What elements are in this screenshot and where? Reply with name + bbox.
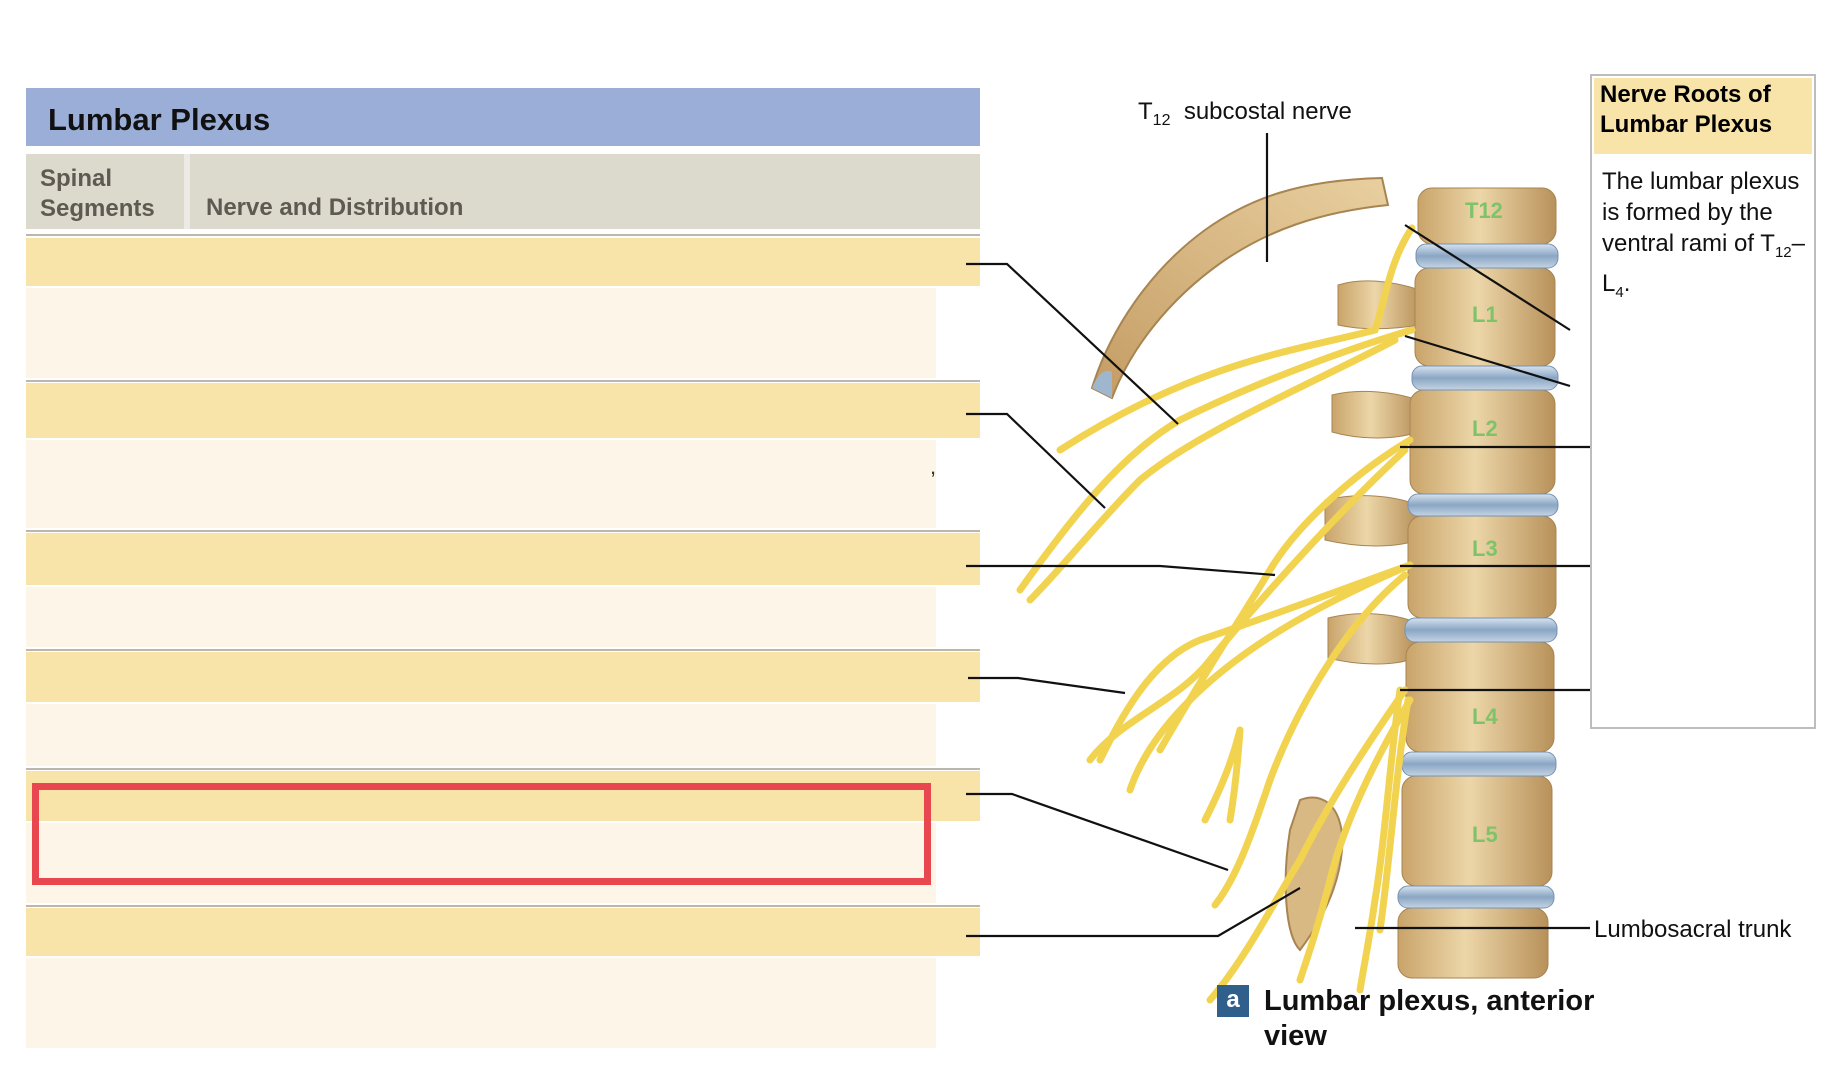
row-divider (26, 380, 980, 382)
table-row-1-answer-band[interactable] (26, 238, 980, 286)
selection-highlight[interactable] (32, 783, 931, 885)
label-lumbosacral-trunk: Lumbosacral trunk (1594, 916, 1792, 943)
table-row-4-answer-band[interactable] (26, 652, 980, 702)
vertebra-label-l3: L3 (1472, 536, 1498, 561)
info-box-text: The lumbar plexus is formed by the ventr… (1602, 168, 1805, 301)
lumbar-plexus-table: Lumbar Plexus Spinal Segments Nerve and … (24, 88, 982, 1053)
twelfth-rib (1090, 176, 1390, 400)
vertebra-label-l1: L1 (1472, 302, 1498, 327)
row-divider (26, 234, 980, 236)
table-title: Lumbar Plexus (48, 102, 271, 137)
table-row-5-body (26, 823, 936, 903)
label-subcostal-nerve: T12 subcostal nerve (1138, 98, 1352, 129)
lumbar-nerves (1016, 224, 1416, 1004)
table-row-6-body (26, 958, 936, 1048)
table-row-3-body (26, 587, 936, 647)
table-row-1-body (26, 288, 936, 378)
vertebra-label-l5: L5 (1472, 822, 1498, 847)
info-box-title: Nerve Roots of Lumbar Plexus (1600, 81, 1773, 138)
figure-caption: Lumbar plexus, anterior view (1264, 985, 1595, 1052)
column-header-nerve-distribution: Nerve and Distribution (206, 194, 464, 221)
table-row-4-body (26, 704, 936, 766)
info-box-header (1594, 78, 1812, 154)
row-divider (26, 530, 980, 532)
table-row-5-answer-band[interactable] (26, 771, 980, 821)
column-separator (184, 154, 190, 229)
column-header-spinal-segments: Spinal Segments (40, 165, 155, 222)
table-row-2-body (26, 440, 936, 528)
row-divider (26, 768, 980, 770)
table-title-bar: Lumbar Plexus (26, 88, 980, 146)
vertebra-labels: T12 L1 L2 L3 L4 L5 (1465, 198, 1503, 847)
caption-badge: a (1217, 985, 1249, 1017)
vertebra-label-l2: L2 (1472, 416, 1498, 441)
table-header: Spinal Segments Nerve and Distribution (26, 154, 980, 229)
row-divider (26, 649, 980, 651)
stray-mark: , (930, 454, 937, 479)
leader-lines (966, 133, 1605, 938)
table-row-3-answer-band[interactable] (26, 533, 980, 585)
row-divider (26, 905, 980, 907)
vertebra-label-t12: T12 (1465, 198, 1503, 223)
table-row-6-answer-band[interactable] (26, 908, 980, 956)
nerve-roots-info-box: Nerve Roots of Lumbar Plexus The lumbar … (1590, 74, 1816, 729)
table-row-2-answer-band[interactable] (26, 383, 980, 438)
vertebra-label-l4: L4 (1472, 704, 1498, 729)
